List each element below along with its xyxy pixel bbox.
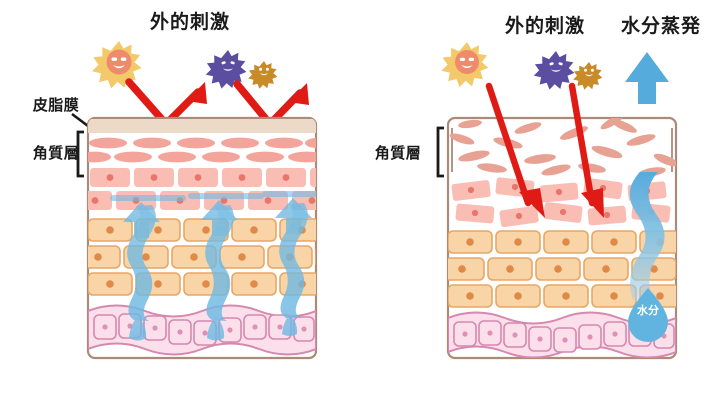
germ-icon [248, 61, 278, 89]
label-stratum-corneum-right: 角質層 [375, 144, 422, 162]
penetrating-arrow [568, 82, 604, 218]
germ-icon [573, 62, 603, 90]
water-droplet: 水分 [628, 288, 668, 342]
sebum-film-layer [88, 119, 316, 133]
corneum-bracket-right [436, 126, 444, 178]
panel-damaged: 外的刺激 水分蒸発 角質層 [375, 14, 701, 360]
moisture-column [201, 200, 238, 341]
penetrating-stimuli-arrows-group [485, 82, 604, 218]
moisture-column [123, 202, 160, 341]
corneum-bracket-left [76, 130, 84, 178]
heading-external-stimuli-left: 外的刺激 [150, 10, 230, 33]
water-evaporation-arrow [625, 52, 669, 300]
droplet-label: 水分 [637, 303, 659, 317]
disordered-corneum-layer [449, 118, 676, 177]
heading-external-stimuli-right: 外的刺激 [505, 14, 585, 37]
sun-uv-icon [441, 42, 489, 88]
moisture-column [275, 198, 312, 336]
corneum-layer-left [88, 137, 316, 163]
penetrating-arrow [485, 82, 545, 218]
virus-icon [205, 50, 247, 89]
moisture-rise-group [110, 191, 316, 341]
heading-water-evaporation: 水分蒸発 [621, 14, 701, 37]
sun-uv-icon [91, 41, 142, 89]
label-stratum-corneum-left: 角質層 [33, 144, 80, 162]
panel-healthy: 外的刺激 [33, 10, 318, 360]
label-sebum-film: 皮脂膜 [33, 96, 80, 114]
virus-icon [533, 51, 575, 90]
